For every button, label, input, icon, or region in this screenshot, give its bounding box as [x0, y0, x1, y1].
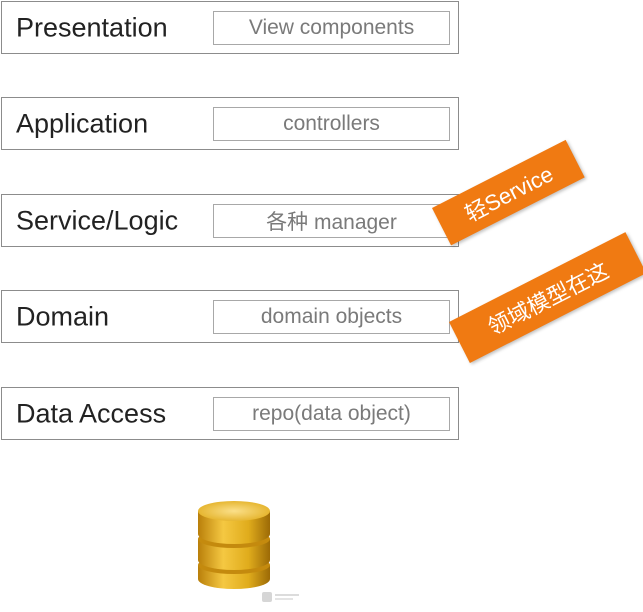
- layer-data-access: Data Access repo(data object): [1, 387, 459, 440]
- layer-name: Data Access: [16, 398, 167, 428]
- layer-application: Application controllers: [1, 97, 459, 150]
- layer-detail: View components: [213, 11, 450, 45]
- domain-note-label: 领域模型在这: [449, 232, 643, 363]
- watermark-logo: [262, 591, 300, 605]
- layer-detail: domain objects: [213, 300, 450, 334]
- layer-name: Domain: [16, 301, 110, 331]
- layer-service-logic: Service/Logic 各种 manager: [1, 194, 459, 247]
- service-note-label: 轻Service: [432, 139, 585, 246]
- layer-name: Application: [16, 108, 149, 138]
- layer-name: Presentation: [16, 12, 168, 42]
- layer-detail: repo(data object): [213, 397, 450, 431]
- layer-presentation: Presentation View components: [1, 1, 459, 54]
- database-icon: [198, 501, 270, 589]
- layer-domain: Domain domain objects: [1, 290, 459, 343]
- layer-detail: 各种 manager: [213, 204, 450, 238]
- layer-detail: controllers: [213, 107, 450, 141]
- layer-name: Service/Logic: [16, 205, 179, 235]
